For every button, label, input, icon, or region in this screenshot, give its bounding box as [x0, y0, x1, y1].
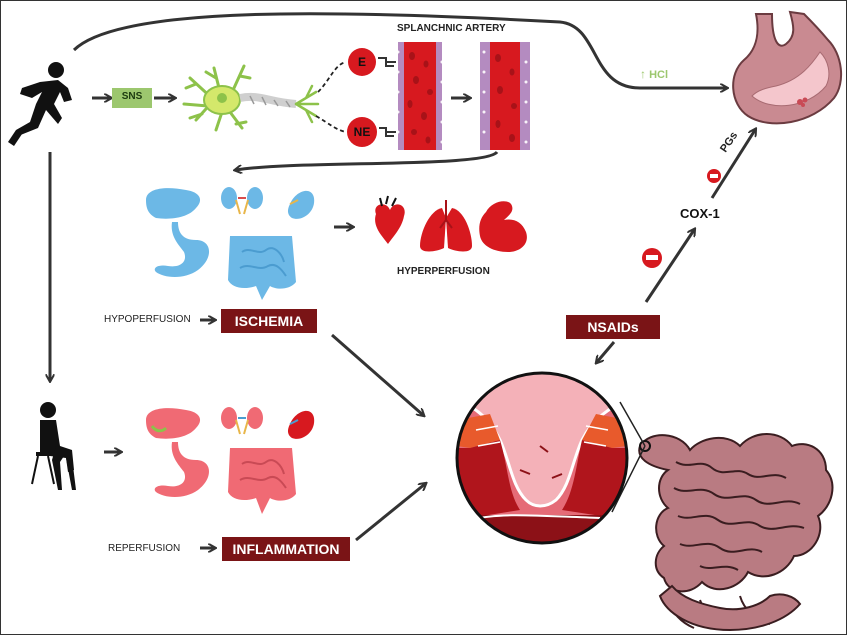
neuron-icon: [182, 64, 320, 132]
sitting-person-icon: [31, 402, 76, 490]
up-arrow-icon: ↑: [640, 67, 646, 81]
blue-organs: [146, 187, 315, 300]
stomach-pink-icon: [154, 442, 210, 497]
kidney-pink-icon: [221, 407, 263, 435]
runner-icon: [8, 62, 72, 146]
small-intestine-icon: [638, 433, 834, 632]
hcl-text: HCl: [649, 69, 669, 81]
inhibition-icon: [642, 248, 662, 268]
arrow-cox1-to-stomach: [710, 130, 755, 199]
liver-icon: [146, 188, 201, 219]
stomach-icon: [732, 10, 843, 125]
muscle-icon: [479, 201, 527, 252]
arrow-nsaids-to-mucosa: [597, 341, 616, 362]
nerve-dashes: [315, 61, 347, 133]
arrows: [50, 12, 755, 548]
arrow-nsaids-to-cox1: [644, 230, 694, 303]
norepinephrine-node: [347, 117, 396, 147]
norepinephrine-label: NE: [353, 125, 371, 139]
arrow-artery-to-organs: [236, 150, 499, 170]
inhibition-small-icon: [707, 169, 721, 183]
intestine-pink-icon: [228, 448, 296, 514]
intestine-icon: [228, 236, 296, 300]
kidney-icon: [221, 187, 263, 215]
arrow-inflammation-to-mucosa: [355, 484, 425, 542]
pink-organs: [146, 407, 315, 514]
spleen-pink-icon: [288, 410, 315, 439]
hcl-label: ↑ HCl: [640, 67, 668, 81]
cox1-label: COX-1: [680, 206, 720, 221]
liver-pink-icon: [146, 408, 201, 439]
sns-box: [112, 88, 152, 108]
hypoperfusion-label: HYPOPERFUSION: [104, 314, 191, 325]
nsaids-box: NSAIDs: [566, 315, 660, 339]
intestinal-wall-icon: [455, 371, 629, 545]
inflammation-box: INFLAMMATION: [222, 537, 350, 561]
epinephrine-label: E: [357, 55, 366, 69]
ischemia-box: ISCHEMIA: [221, 309, 317, 333]
arrow-runner-to-stomach: [72, 12, 726, 88]
hyperperfusion-label: HYPERPERFUSION: [397, 266, 490, 277]
splanchnic-artery-label: SPLANCHNIC ARTERY: [397, 23, 506, 34]
sns-label: SNS: [121, 91, 143, 102]
zoom-lines: [611, 401, 646, 513]
epinephrine-node: [348, 48, 396, 76]
arrow-ischemia-to-mucosa: [331, 333, 423, 415]
spleen-icon: [288, 190, 315, 219]
lungs-icon: [420, 200, 472, 252]
heart-icon: [375, 195, 405, 244]
stomach-blue-icon: [154, 222, 210, 277]
artery-icon: [396, 42, 530, 150]
reperfusion-label: REPERFUSION: [108, 543, 181, 554]
